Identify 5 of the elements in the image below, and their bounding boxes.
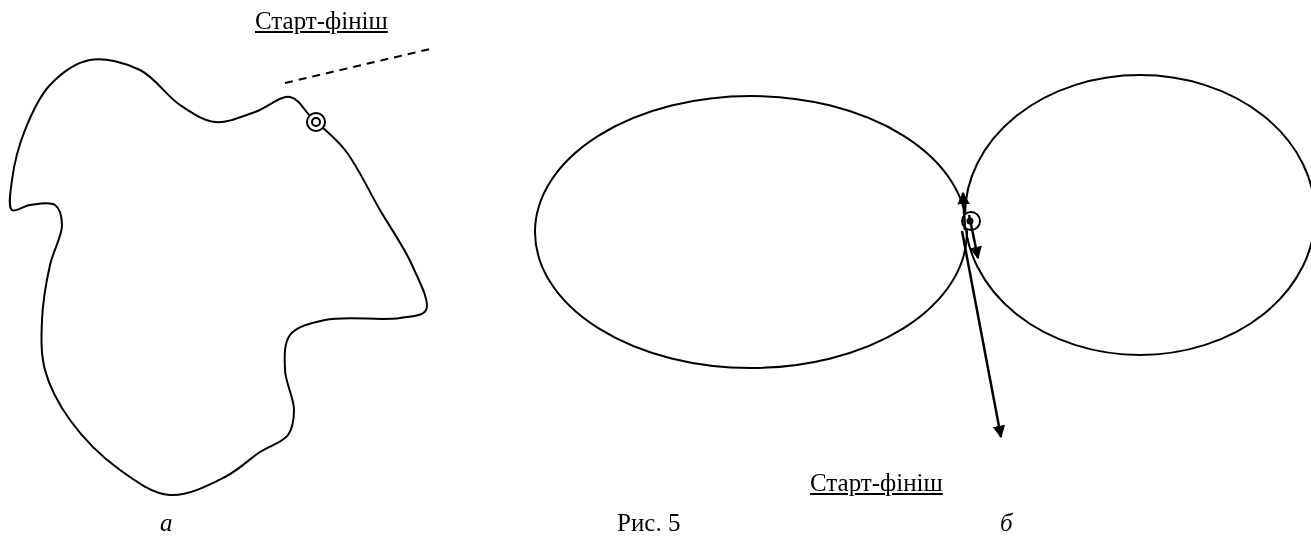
figure-caption: Рис. 5	[617, 510, 681, 535]
panel-letter: б	[1000, 510, 1013, 535]
start-finish-label: Старт-фініш	[255, 8, 388, 33]
start-finish-label: Старт-фініш	[810, 470, 943, 495]
panel-letter: а	[160, 510, 173, 535]
